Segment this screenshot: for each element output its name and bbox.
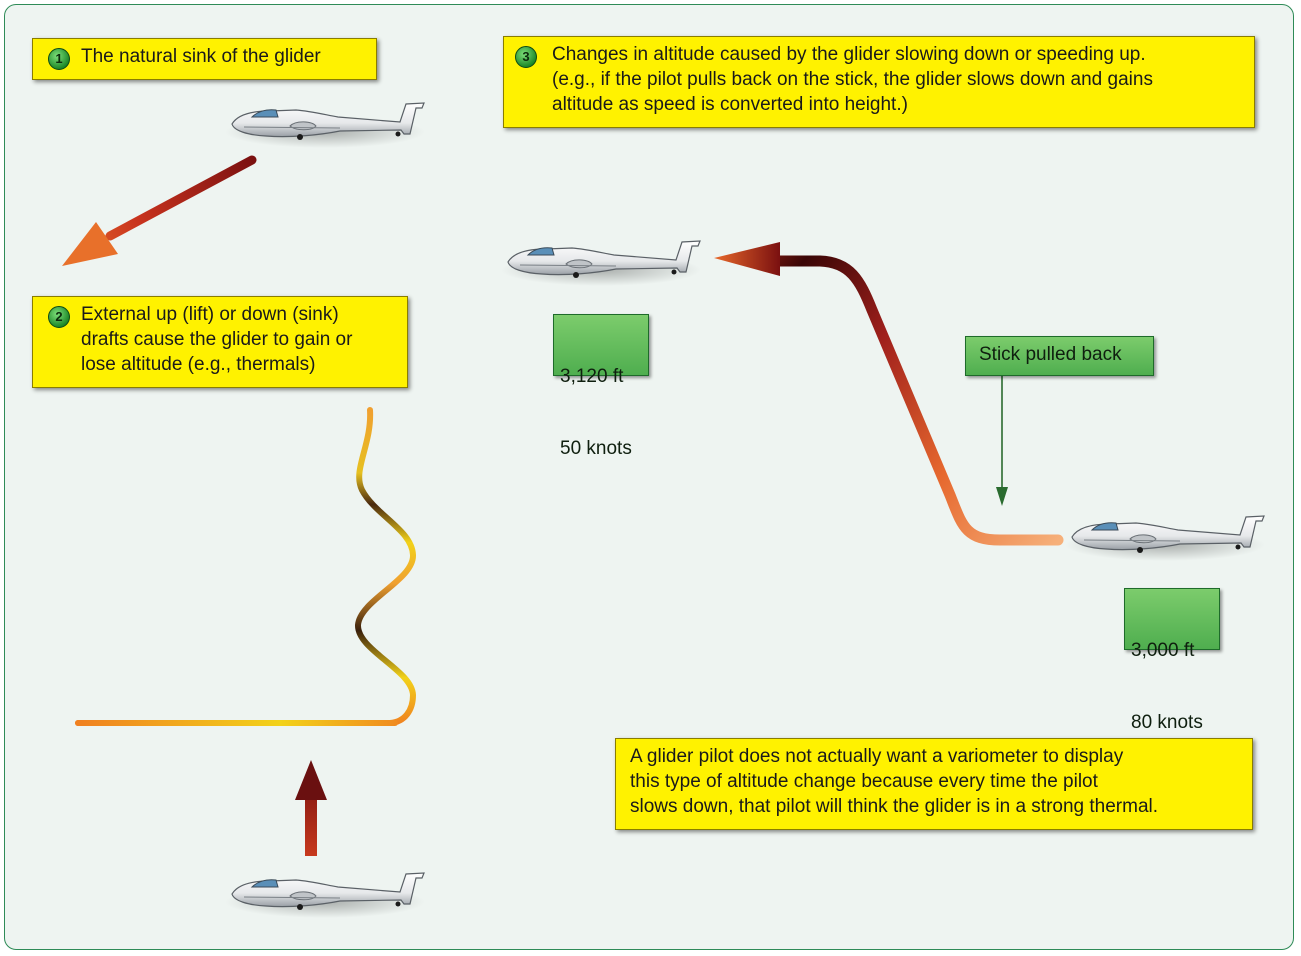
glider-icon [500, 240, 702, 287]
callout-text-line-1: Changes in altitude caused by the glider… [552, 44, 1146, 65]
callout-text-line-3: lose altitude (e.g., thermals) [81, 354, 316, 375]
stick-pulled-back-label: Stick pulled back [965, 336, 1154, 376]
callout-text: The natural sink of the glider [81, 46, 321, 67]
speed-value: 80 knots [1131, 712, 1203, 733]
note-text-line-2: this type of altitude change because eve… [630, 771, 1098, 792]
callout-text-line-2: (e.g., if the pilot pulls back on the st… [552, 69, 1153, 90]
climb-arrow [714, 242, 1064, 546]
step-number-badge: 2 [48, 306, 70, 328]
note-text-line-3: slows down, that pilot will think the gl… [630, 796, 1159, 817]
sink-arrow [62, 155, 257, 266]
callout-text-line-1: External up (lift) or down (sink) [81, 304, 339, 325]
thermal-ribbon [75, 407, 417, 726]
altitude-speed-readout-low: 3,000 ft 80 knots [1124, 588, 1220, 733]
note-text-line-1: A glider pilot does not actually want a … [630, 746, 1124, 767]
callout-variometer-note: A glider pilot does not actually want a … [615, 738, 1253, 830]
glider-icon [224, 872, 426, 919]
callout-natural-sink: 1 The natural sink of the glider [32, 38, 377, 80]
callout-text-line-3: altitude as speed is converted into heig… [552, 94, 908, 115]
glider-icon [224, 102, 426, 149]
glider-icon [1064, 515, 1266, 562]
step-number-badge: 1 [48, 48, 70, 70]
callout-external-drafts: 2 External up (lift) or down (sink) draf… [32, 296, 408, 388]
step-number-badge: 3 [515, 46, 537, 68]
altitude-speed-readout-high: 3,120 ft 50 knots [553, 314, 649, 459]
callout-speed-altitude: 3 Changes in altitude caused by the glid… [503, 36, 1255, 128]
stick-pointer-arrow [996, 375, 1008, 506]
speed-value: 50 knots [560, 438, 632, 459]
altitude-value: 3,000 ft [1131, 640, 1195, 661]
altitude-value: 3,120 ft [560, 366, 624, 387]
callout-text-line-2: drafts cause the glider to gain or [81, 329, 353, 350]
updraft-arrow [295, 760, 327, 856]
